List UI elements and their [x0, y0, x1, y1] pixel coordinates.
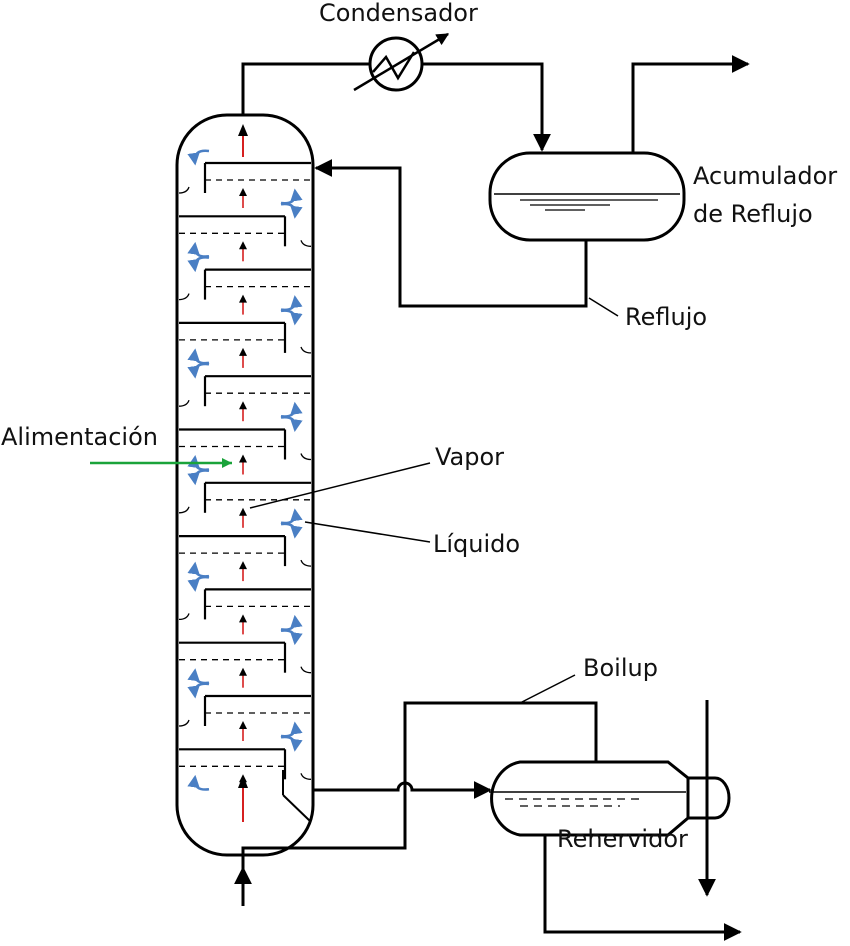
reflux-label: Reflujo	[625, 303, 707, 331]
condenser	[353, 32, 450, 92]
reboiler-label: Rehervidor	[557, 825, 688, 853]
distillate-line	[631, 55, 750, 153]
feed-label: Alimentación	[1, 423, 158, 451]
accumulator-label-line2: de Reflujo	[693, 200, 813, 228]
column-trays	[178, 149, 312, 795]
bottoms-line	[313, 781, 492, 799]
reflux-line	[314, 159, 588, 308]
vapor-label: Vapor	[435, 443, 504, 471]
boilup-label: Boilup	[583, 654, 658, 682]
liquid-label: Líquido	[433, 530, 520, 558]
condenser-label: Condensador	[319, 0, 478, 27]
overhead-vapor-line	[241, 62, 370, 115]
boilup-line	[241, 701, 598, 903]
bottoms-product-line	[543, 835, 742, 941]
distillation-column	[175, 113, 315, 857]
reflux-accumulator	[488, 151, 686, 242]
accumulator-label-line1: Acumulador	[693, 162, 837, 190]
